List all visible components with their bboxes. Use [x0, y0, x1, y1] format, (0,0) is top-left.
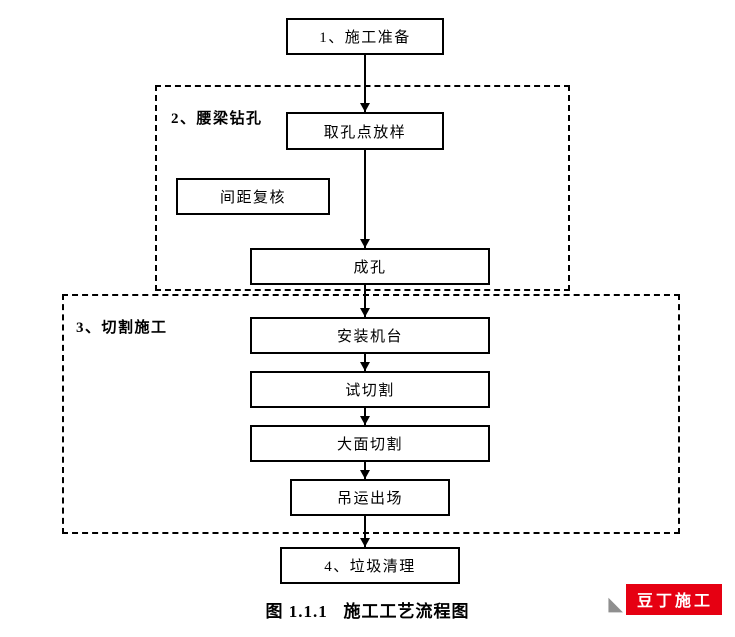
brand-watermark: ◣ 豆丁施工	[608, 584, 722, 615]
group-drilling-stage-label: 2、腰梁钻孔	[171, 111, 263, 127]
arrow-prep-to-setout	[360, 55, 370, 112]
node-hole-point-setout: 取孔点放样	[286, 112, 444, 150]
node-trial-cut: 试切割	[250, 371, 490, 408]
node-spacing-recheck: 间距复核	[176, 178, 330, 215]
arrow-hoist-to-cleanup	[360, 516, 370, 547]
brand-badge: 豆丁施工	[625, 584, 722, 615]
node-garbage-cleanup: 4、垃圾清理	[280, 547, 460, 584]
node-construction-prep: 1、施工准备	[286, 18, 444, 55]
arrow-holeforming-to-install	[360, 285, 370, 317]
arrow-maincut-to-hoist	[360, 462, 370, 479]
group-cutting-stage	[62, 294, 680, 534]
group-cutting-stage-label: 3、切割施工	[76, 320, 168, 336]
group-drilling-stage	[155, 85, 570, 291]
arrow-trialcut-to-maincut	[360, 408, 370, 425]
node-hole-forming: 成孔	[250, 248, 490, 285]
figure-caption: 图 1.1.1 施工工艺流程图	[265, 602, 470, 621]
node-hoist-out: 吊运出场	[290, 479, 450, 516]
node-main-cut: 大面切割	[250, 425, 490, 462]
node-install-machine: 安装机台	[250, 317, 490, 354]
corner-triangle-icon: ◣	[608, 593, 623, 615]
arrow-setout-to-holeforming	[360, 150, 370, 248]
arrow-install-to-trialcut	[360, 354, 370, 371]
